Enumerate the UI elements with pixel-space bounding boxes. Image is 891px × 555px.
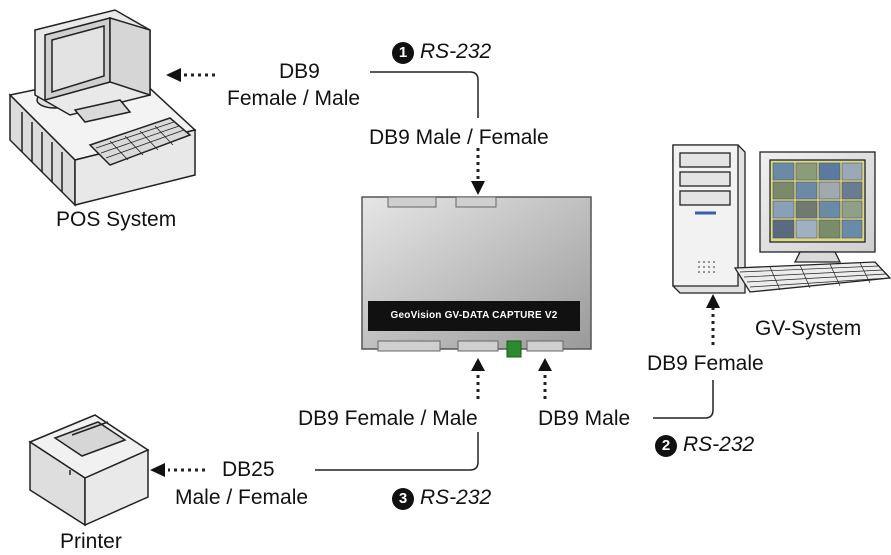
data-capture-device <box>361 196 592 358</box>
arrow-to-gv-system <box>706 294 720 308</box>
link1-line <box>370 71 479 118</box>
arrow-to-printer <box>150 463 165 477</box>
printer-gender-label: Male / Female <box>175 486 309 509</box>
link2-device-connector-label: DB9 Male <box>538 407 631 430</box>
printer-connector-label: DB25 <box>222 458 275 481</box>
link2-number-badge: 2 <box>655 435 677 457</box>
arrow-to-device-bottom-left <box>471 358 485 371</box>
pos-connector-label: DB9 <box>279 60 320 83</box>
gv-system-icon <box>672 144 891 294</box>
link3-number-badge: 3 <box>392 488 414 510</box>
arrow-to-device-bottom-right <box>538 358 552 371</box>
link3-line <box>315 432 479 471</box>
pos-system-icon <box>8 9 197 207</box>
printer-label: Printer <box>60 530 122 553</box>
gv-connector-label: DB9 Female <box>647 352 764 375</box>
pos-system-label: POS System <box>56 208 177 231</box>
link2-line <box>653 380 714 419</box>
gv-system-label: GV-System <box>755 317 862 340</box>
link1-device-connector-label: DB9 Male / Female <box>369 126 549 149</box>
device-label: GeoVision GV-DATA CAPTURE V2 <box>368 301 580 331</box>
link1-number-badge: 1 <box>392 42 414 64</box>
pos-gender-label: Female / Male <box>227 87 361 110</box>
arrow-to-device-top <box>471 181 485 195</box>
link3-device-connector-label: DB9 Female / Male <box>298 407 478 430</box>
printer-icon <box>28 414 150 527</box>
arrow-to-pos <box>166 68 181 82</box>
